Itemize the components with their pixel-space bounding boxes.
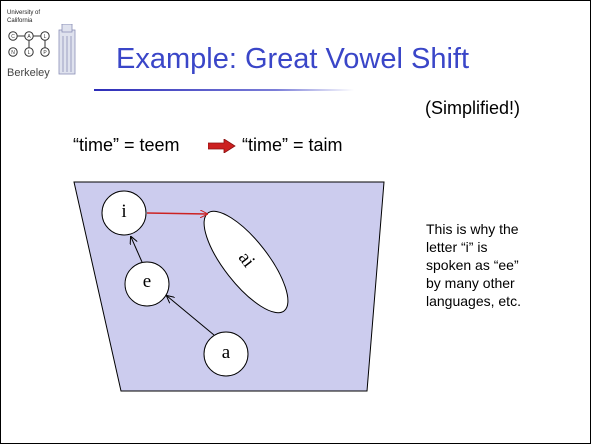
svg-text:P: P bbox=[43, 50, 47, 56]
explanation-line: spoken as “ee” bbox=[426, 257, 519, 273]
explanation-line: letter “i” is bbox=[426, 239, 488, 255]
slide-title: Example: Great Vowel Shift bbox=[116, 43, 469, 75]
explanation-line: This is why the bbox=[426, 221, 519, 237]
svg-text:N: N bbox=[11, 50, 15, 56]
vowel-node-a-circle bbox=[203, 331, 249, 377]
explanation-text: This is why the letter “i” is spoken as … bbox=[426, 220, 586, 310]
vowel-node-e-circle bbox=[124, 261, 170, 307]
logo-university-line: University of bbox=[7, 10, 41, 16]
equation-after: “time” = taim bbox=[242, 135, 343, 155]
svg-text:L: L bbox=[44, 34, 47, 40]
slide-subtitle: (Simplified!) bbox=[425, 98, 521, 118]
equation-before: “time” = teem bbox=[73, 135, 180, 155]
shift-arrow-e-to-i bbox=[131, 237, 143, 263]
logo-campus-name: Berkeley bbox=[7, 67, 50, 79]
vowel-node-e-label: e bbox=[142, 271, 152, 292]
shift-arrow-i-to-ai bbox=[146, 213, 207, 214]
explanation-line: languages, etc. bbox=[426, 293, 521, 309]
berkeley-logo: University of California C A L N L bbox=[7, 8, 91, 98]
explanation-line: by many other bbox=[426, 275, 515, 291]
svg-text:L: L bbox=[28, 50, 31, 56]
title-underline bbox=[94, 89, 354, 91]
svg-text:A: A bbox=[27, 34, 31, 40]
svg-text:C: C bbox=[11, 34, 15, 40]
vowel-node-i-circle bbox=[101, 190, 147, 236]
shift-arrow-a-to-e bbox=[167, 296, 215, 336]
vowel-node-i-label: i bbox=[121, 201, 127, 222]
vowel-node-a-label: a bbox=[221, 342, 231, 363]
cal-nlp-emblem: C A L N L P bbox=[8, 24, 76, 75]
right-arrow-icon bbox=[208, 139, 236, 153]
vowel-space-region bbox=[73, 181, 385, 392]
logo-state-line: California bbox=[7, 18, 33, 24]
